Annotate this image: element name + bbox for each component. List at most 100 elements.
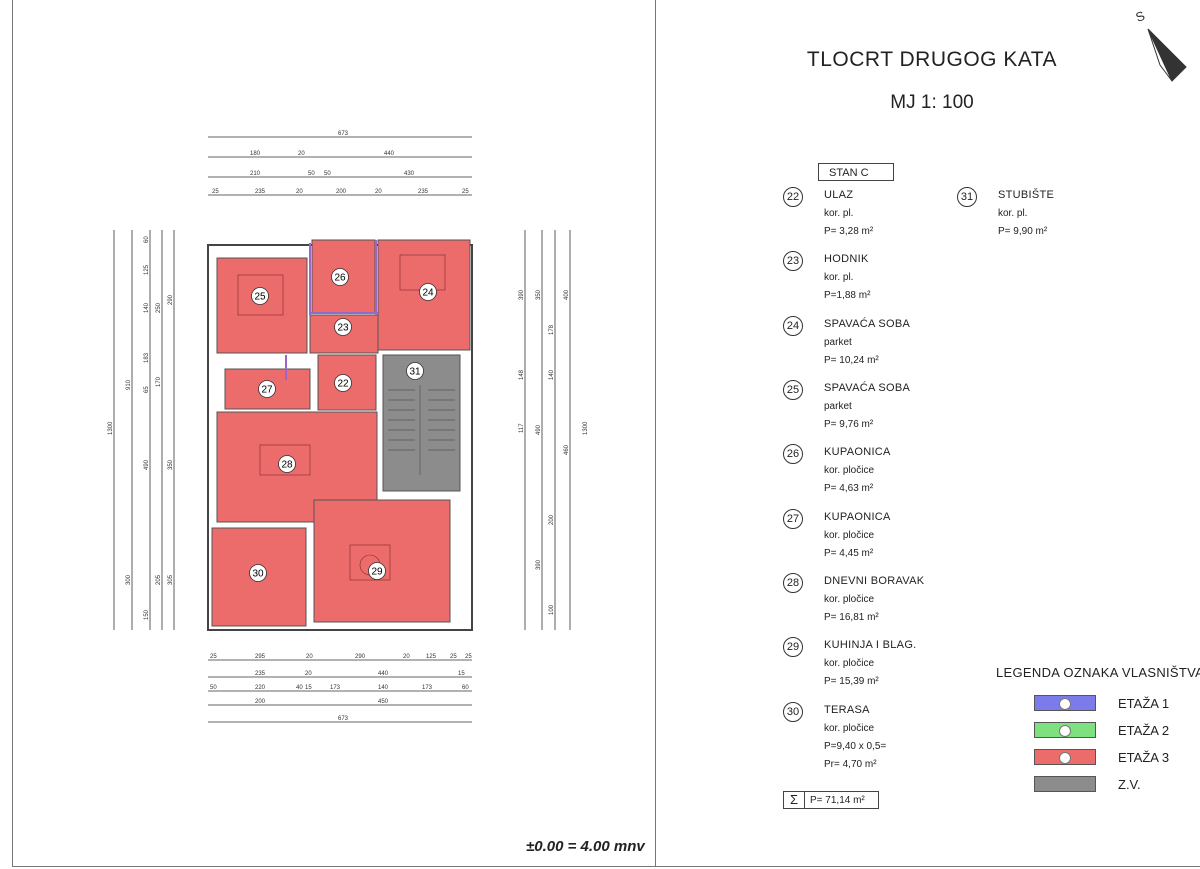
partition-lines: [285, 240, 378, 380]
legend-title: LEGENDA OZNAKA VLASNIŠTVA:: [996, 665, 1200, 680]
room-floor: kor. pločice: [824, 530, 875, 541]
sum-symbol: Σ: [784, 792, 805, 808]
room-area: P= 4,45 m²: [824, 548, 874, 559]
room-area: P= 15,39 m²: [824, 676, 879, 687]
dim-label: 140: [378, 685, 389, 691]
legend-swatch-zv: [1034, 776, 1096, 792]
room-floor: kor. pl.: [998, 208, 1028, 219]
room-name: KUHINJA I BLAG.: [824, 639, 917, 651]
dim-label: 220: [255, 685, 266, 691]
room-marker-label: 25: [254, 292, 266, 303]
room-marker-label: 29: [371, 567, 383, 578]
dim-label: 25: [465, 654, 472, 660]
total-area-box: Σ P= 71,14 m²: [783, 791, 879, 809]
dim-label: 65: [144, 386, 150, 393]
dim-label: 140: [549, 369, 555, 380]
room-marker-label: 26: [334, 273, 346, 284]
total-area-value: P= 71,14 m²: [810, 795, 865, 806]
legend-label: ETAŽA 2: [1118, 723, 1170, 738]
dim-label: 290: [168, 294, 174, 305]
room-marker-25: [251, 287, 269, 305]
room-marker-label: 30: [252, 569, 264, 580]
legend-swatch-etaza-3: [1034, 749, 1096, 765]
room-marker-label: 28: [281, 460, 293, 471]
room-name: KUPAONICA: [824, 446, 891, 458]
room-area: P= 10,24 m²: [824, 355, 879, 366]
dim-label: 390: [519, 289, 525, 300]
dim-label: 673: [338, 716, 349, 722]
room-floor: kor. pl.: [824, 272, 854, 283]
dim-label: 1300: [583, 421, 589, 435]
dim-label: 305: [168, 574, 174, 585]
room-floor: kor. pločice: [824, 658, 875, 669]
dim-label: 460: [564, 444, 570, 455]
dim-label: 350: [168, 459, 174, 470]
dim-label: 440: [378, 671, 389, 677]
dim-label: 673: [338, 131, 349, 137]
room-marker-label: 27: [261, 385, 273, 396]
dim-label: 60: [144, 236, 150, 243]
room-marker-label: 31: [409, 367, 421, 378]
legend-label: Z.V.: [1118, 777, 1141, 792]
right-dimension-lines: [524, 230, 571, 630]
dim-label: 910: [126, 379, 132, 390]
dim-label: 60: [462, 685, 469, 691]
room-marker-30: [249, 564, 267, 582]
dim-label: 125: [426, 654, 437, 660]
room-number: 24: [783, 316, 803, 336]
room-name: STUBIŠTE: [998, 189, 1055, 201]
room-marker-24: [419, 283, 437, 301]
dim-label: 117: [519, 423, 525, 433]
legend-swatch-etaza-2: [1034, 722, 1096, 738]
room-29-fill: [313, 499, 451, 623]
room-area: P= 4,63 m²: [824, 483, 874, 494]
room-area: P= 3,28 m²: [824, 226, 874, 237]
dim-label: 450: [378, 699, 389, 705]
room-area: P= 9,90 m²: [998, 226, 1048, 237]
dim-label: 235: [255, 189, 266, 195]
top-dimension-lines: [208, 136, 472, 196]
room-name: ULAZ: [824, 189, 854, 201]
room-floor: parket: [824, 337, 852, 348]
room-number: 22: [783, 187, 803, 207]
dim-label: 50: [308, 171, 315, 177]
room-floor: kor. pločice: [824, 465, 875, 476]
room-floor: kor. pločice: [824, 723, 875, 734]
legend-label: ETAŽA 1: [1118, 696, 1170, 711]
room-number: 29: [783, 637, 803, 657]
room-name: HODNIK: [824, 253, 869, 265]
room-marker-29: [368, 562, 386, 580]
dim-label: 205: [156, 574, 162, 585]
top-dimension-texts: 673 180 20 440 210 50 50 430 25 235 20 2…: [212, 131, 469, 195]
dim-label: 150: [144, 609, 150, 620]
dim-label: 40: [296, 685, 303, 691]
room-number: 31: [957, 187, 977, 207]
dim-label: 440: [384, 151, 395, 157]
room-marker-27: [258, 380, 276, 398]
floor-plan: 673 180 20 440 210 50 50 430 25 235 20 2…: [108, 131, 589, 723]
room-area: P=9,40 x 0,5=: [824, 741, 887, 752]
dim-label: 178: [549, 324, 555, 335]
stair-treads: [388, 385, 455, 475]
dim-label: 20: [305, 671, 312, 677]
drawing-frame: [12, 0, 1200, 867]
room-floor: kor. pločice: [824, 594, 875, 605]
room-marker-22: [334, 374, 352, 392]
dim-label: 295: [255, 654, 266, 660]
room-marker-28: [278, 455, 296, 473]
legend-label: ETAŽA 3: [1118, 750, 1170, 765]
room-25-fill: [216, 257, 308, 354]
room-name: KUPAONICA: [824, 511, 891, 523]
dim-label: 25: [450, 654, 457, 660]
dim-label: 235: [418, 189, 429, 195]
sheet-divider: [655, 0, 656, 866]
dim-label: 173: [330, 685, 341, 691]
dim-label: 290: [355, 654, 366, 660]
dim-label: 490: [536, 424, 542, 435]
dim-label: 180: [250, 151, 261, 157]
dim-label: 170: [156, 376, 162, 387]
room-reduced-area: Pr= 4,70 m²: [824, 759, 877, 770]
dim-label: 50: [210, 685, 217, 691]
dim-label: 25: [462, 189, 469, 195]
room-marker-label: 23: [337, 323, 349, 334]
